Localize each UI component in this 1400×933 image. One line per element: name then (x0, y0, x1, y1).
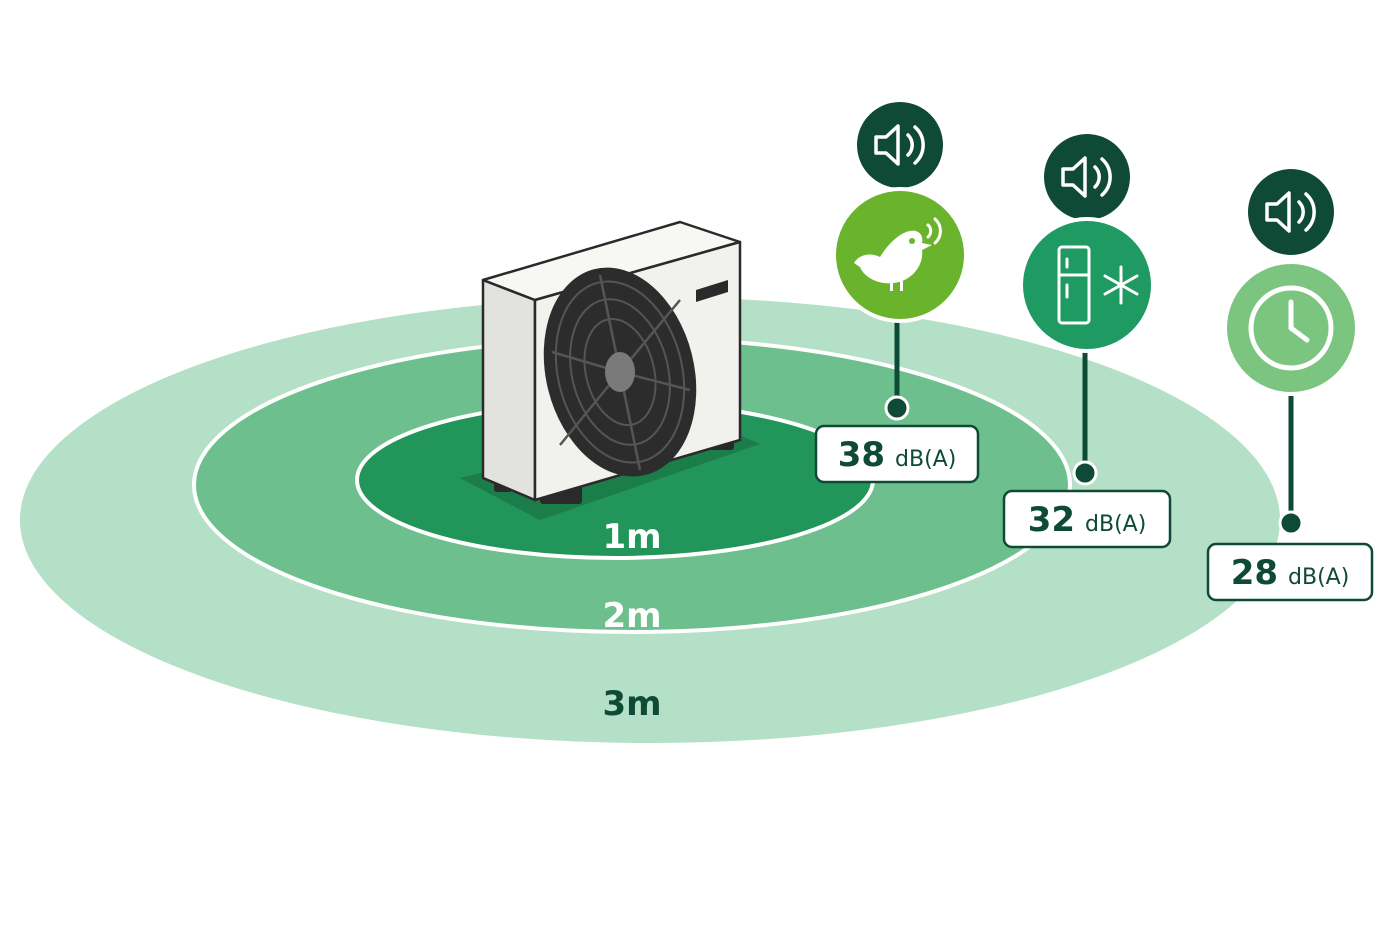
marker-clock-dot (1278, 510, 1304, 536)
marker-bird-value: 38 (838, 435, 885, 475)
marker-fridge: 32 dB(A) (1002, 134, 1172, 549)
speaker-circle-2 (1044, 134, 1130, 220)
speaker-sound-icon (1061, 156, 1112, 198)
marker-fridge-label: 32 dB(A) (1028, 500, 1147, 540)
ring-label-1m: 1m (602, 517, 661, 557)
marker-bird-label: 38 dB(A) (838, 435, 957, 475)
bird-chirping-icon (854, 217, 942, 291)
marker-fridge-label-box (1002, 489, 1172, 549)
marker-clock: 28 dB(A) (1206, 169, 1374, 602)
marker-fridge-circle (1019, 217, 1155, 353)
speaker-sound-icon (874, 124, 925, 166)
clock-icon (1248, 285, 1334, 371)
marker-fridge-value: 32 (1028, 500, 1075, 540)
speaker-circle-3 (1248, 169, 1334, 255)
marker-clock-label-box (1206, 542, 1374, 602)
marker-bird-label-box (814, 424, 980, 484)
unit-vent (696, 280, 728, 302)
marker-clock-value: 28 (1231, 553, 1278, 593)
speaker-circle-1 (857, 102, 943, 188)
marker-clock-unit: dB(A) (1288, 565, 1349, 590)
ring-label-3m: 3m (602, 684, 661, 724)
fridge-snowflake-icon (1057, 245, 1139, 325)
speaker-sound-icon (1265, 191, 1316, 233)
unit-side (481, 278, 537, 502)
marker-fridge-unit: dB(A) (1085, 512, 1146, 537)
marker-clock-label: 28 dB(A) (1231, 553, 1350, 593)
heat-pump-unit (460, 220, 760, 520)
marker-fridge-dot (1072, 460, 1098, 486)
fan-icon (543, 267, 697, 477)
marker-bird: 38 dB(A) (814, 102, 980, 484)
ring-label-2m: 2m (602, 596, 661, 636)
marker-bird-dot (884, 395, 910, 421)
marker-bird-unit: dB(A) (895, 447, 956, 472)
